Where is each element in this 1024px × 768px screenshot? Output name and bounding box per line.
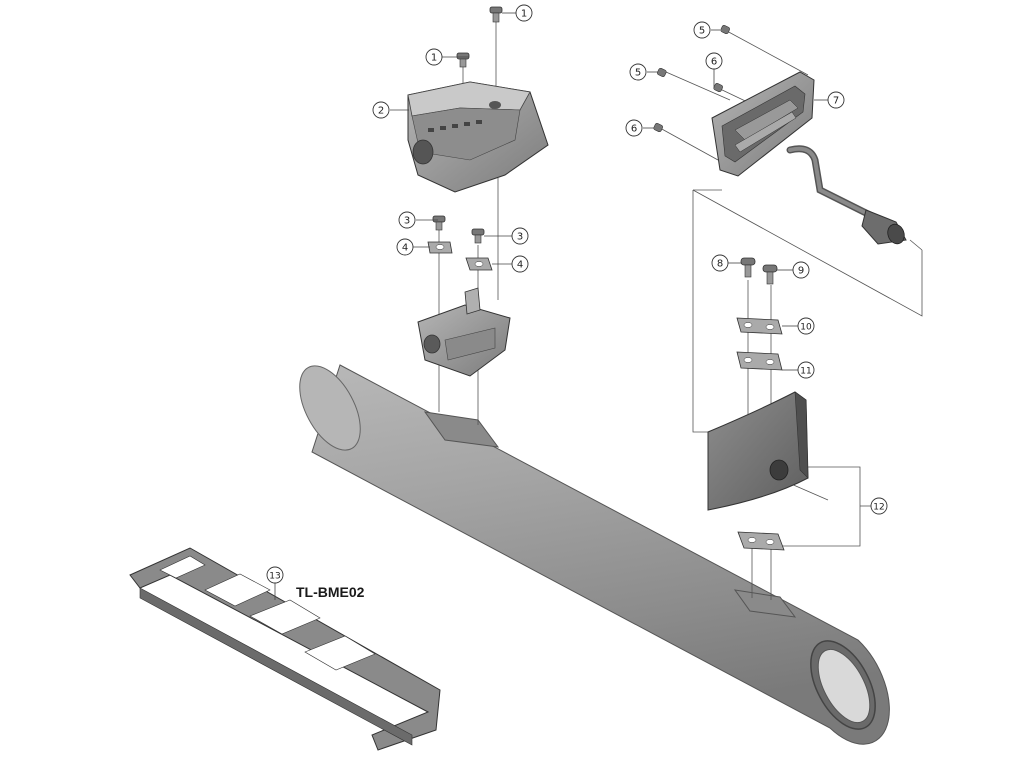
- screw-5-lower: [657, 67, 667, 77]
- callout-6b-label: 6: [631, 124, 637, 135]
- screw-5-upper: [720, 25, 730, 35]
- callout-11-label: 11: [800, 367, 811, 377]
- callout-8: 8: [711, 254, 729, 272]
- callout-4b-label: 4: [517, 260, 523, 271]
- tool-model-label: TL-BME02: [296, 584, 365, 600]
- cover-12: [707, 391, 809, 511]
- callout-1a-label: 1: [521, 9, 527, 20]
- plate-11: [736, 351, 783, 371]
- plate-10: [736, 317, 783, 335]
- callout-5a: 5: [693, 21, 711, 39]
- callout-13-label: 13: [269, 572, 280, 582]
- callout-6a: 6: [705, 52, 723, 70]
- screw-6-lower: [653, 123, 663, 133]
- mount-base: [417, 287, 511, 377]
- bolt-8: [740, 257, 756, 278]
- callout-9: 9: [792, 261, 810, 279]
- bolt-1-upper: [489, 6, 503, 23]
- callout-1b-label: 1: [431, 53, 437, 64]
- callout-5a-label: 5: [699, 26, 705, 37]
- callout-3a: 3: [398, 211, 416, 229]
- callout-9-label: 9: [798, 266, 804, 277]
- callout-4a-label: 4: [402, 243, 408, 254]
- bolt-9: [762, 264, 778, 285]
- callout-6a-label: 6: [711, 57, 717, 68]
- callout-8-label: 8: [717, 259, 723, 270]
- callout-7: 7: [827, 91, 845, 109]
- callout-12: 12: [870, 497, 888, 515]
- housing-2: [407, 81, 549, 193]
- callout-11: 11: [797, 361, 815, 379]
- callout-1a: 1: [515, 4, 533, 22]
- callout-3b: 3: [511, 227, 529, 245]
- callout-3a-label: 3: [404, 216, 410, 227]
- callout-2-label: 2: [378, 106, 384, 117]
- bolt-3-right: [471, 228, 485, 244]
- washer-4-right: [465, 257, 493, 271]
- screw-6-upper: [713, 83, 723, 93]
- callout-7-label: 7: [833, 96, 839, 107]
- callout-3b-label: 3: [517, 232, 523, 243]
- callout-6b: 6: [625, 119, 643, 137]
- callout-1b: 1: [425, 48, 443, 66]
- callout-13: 13: [266, 566, 284, 584]
- callout-4a: 4: [396, 238, 414, 256]
- control-unit-7: [711, 71, 907, 245]
- callout-10: 10: [797, 317, 815, 335]
- callout-10-label: 10: [800, 323, 812, 333]
- callout-5b-label: 5: [635, 68, 641, 79]
- bolt-3-left: [432, 215, 446, 231]
- callout-12-label: 12: [873, 503, 884, 513]
- washer-12: [737, 531, 785, 551]
- tool-13: [129, 547, 441, 751]
- callout-2: 2: [372, 101, 390, 119]
- callout-4b: 4: [511, 255, 529, 273]
- bolt-1-lower: [456, 52, 470, 68]
- frame-tube: [299, 364, 890, 745]
- callout-5b: 5: [629, 63, 647, 81]
- callout-lines: [274, 12, 828, 600]
- washer-4-left: [427, 241, 453, 254]
